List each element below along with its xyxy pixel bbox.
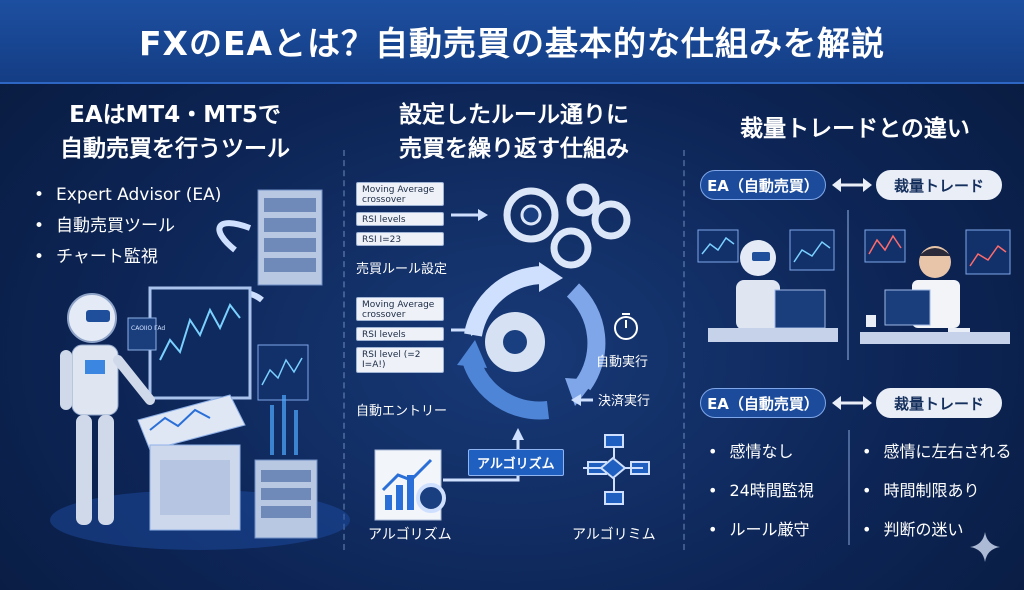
left-title-line2: 自動売買を行うツール xyxy=(60,136,290,162)
title-banner: FXのEAとは？自動売買の基本的な仕組みを解説 xyxy=(0,0,1024,84)
robot-trading-illustration: CAOIIO ΓAd xyxy=(50,189,350,550)
monitor-icon xyxy=(148,286,252,400)
robot-icon xyxy=(60,293,155,525)
arrow-up-icon xyxy=(512,428,524,440)
center-title-line2: 売買を繰り返す仕組み xyxy=(399,136,629,162)
stopwatch-icon xyxy=(614,313,638,340)
manual-point-item: 判断の迷い xyxy=(862,510,1011,549)
rule-box-rsi-value: RSI I=23 xyxy=(356,232,444,246)
cycle-arrows-icon xyxy=(457,262,606,420)
center-title-line1: 設定したルール通りに xyxy=(399,102,629,128)
stressed-trader-icon xyxy=(860,229,1011,344)
data-server-icon xyxy=(254,395,318,539)
robot-trader-icon xyxy=(697,229,838,342)
document-chart-icon xyxy=(374,449,446,521)
page-title: FXのEAとは？自動売買の基本的な仕組みを解説 xyxy=(138,24,886,63)
left-title-line1: EAはMT4・MT5で xyxy=(69,102,281,128)
screen-tag: CAOIIO ΓAd xyxy=(131,325,165,332)
rule-setting-label: 売買ルール設定 xyxy=(356,262,448,277)
left-column-title: EAはMT4・MT5で 自動売買を行うツール xyxy=(20,98,330,166)
algorithm-label-right: アルゴリミム xyxy=(572,527,656,543)
manual-points-list: 感情に左右される 時間制限あり 判断の迷い xyxy=(862,432,1011,549)
pill-manual: 裁量トレード xyxy=(876,170,1002,200)
left-bullet-item: チャート監視 xyxy=(34,242,221,273)
manual-point-item: 時間制限あり xyxy=(862,471,1011,510)
ea-point-item: 24時間監視 xyxy=(708,471,813,510)
left-bullet-item: Expert Advisor (EA) xyxy=(34,180,221,211)
column-divider-left xyxy=(343,150,345,550)
rule-box-rsi-level: RSI level (=2 I=A!) xyxy=(356,347,444,373)
manual-point-item: 感情に左右される xyxy=(862,432,1011,471)
server-stack-icon xyxy=(257,189,323,286)
auto-exec-label: 自動実行 xyxy=(596,354,648,370)
gear-icon xyxy=(485,312,545,372)
trading-console-icon xyxy=(137,394,246,531)
arrow-left-icon xyxy=(571,394,581,406)
sparkle-icon xyxy=(970,532,1000,562)
algorithm-cycle-diagram: 自動実行 決済実行 xyxy=(374,183,650,521)
comparison-divider xyxy=(848,430,850,545)
side-chart-panel xyxy=(257,344,309,401)
double-arrow-icon xyxy=(832,178,872,192)
left-bullet-list: Expert Advisor (EA) 自動売買ツール チャート監視 xyxy=(34,180,221,273)
auto-entry-label: 自動エントリー xyxy=(356,404,448,419)
algorithm-tag: アルゴリズム xyxy=(468,449,564,476)
left-bullet-item: 自動売買ツール xyxy=(34,211,221,242)
ea-points-list: 感情なし 24時間監視 ルール厳守 xyxy=(708,432,814,549)
cycle-arrow-icon xyxy=(216,220,252,253)
algorithm-label-left: アルゴリズム xyxy=(368,527,452,543)
comparison-illustration xyxy=(697,210,1011,360)
column-divider-right xyxy=(683,150,685,550)
gear-cluster-icon xyxy=(503,183,631,269)
settle-exec-label: 決済実行 xyxy=(598,393,650,409)
flowchart-icon xyxy=(583,434,650,505)
rule-box-rsi: RSI levels xyxy=(356,212,444,226)
ea-point-item: 感情なし xyxy=(708,432,814,471)
rule-box-rsi: RSI levels xyxy=(356,327,444,341)
right-column-title: 裁量トレードとの違い xyxy=(740,116,970,142)
pill-ea: EA（自動売買） xyxy=(700,170,826,200)
double-arrow-icon xyxy=(832,396,872,410)
pill-manual-bottom: 裁量トレード xyxy=(876,388,1002,418)
pill-ea-bottom: EA（自動売買） xyxy=(700,388,826,418)
center-column-title: 設定したルール通りに 売買を繰り返す仕組み xyxy=(350,98,678,166)
ea-point-item: ルール厳守 xyxy=(708,510,814,549)
rule-box-ma: Moving Average crossover xyxy=(356,182,444,206)
rule-box-ma: Moving Average crossover xyxy=(356,297,444,321)
